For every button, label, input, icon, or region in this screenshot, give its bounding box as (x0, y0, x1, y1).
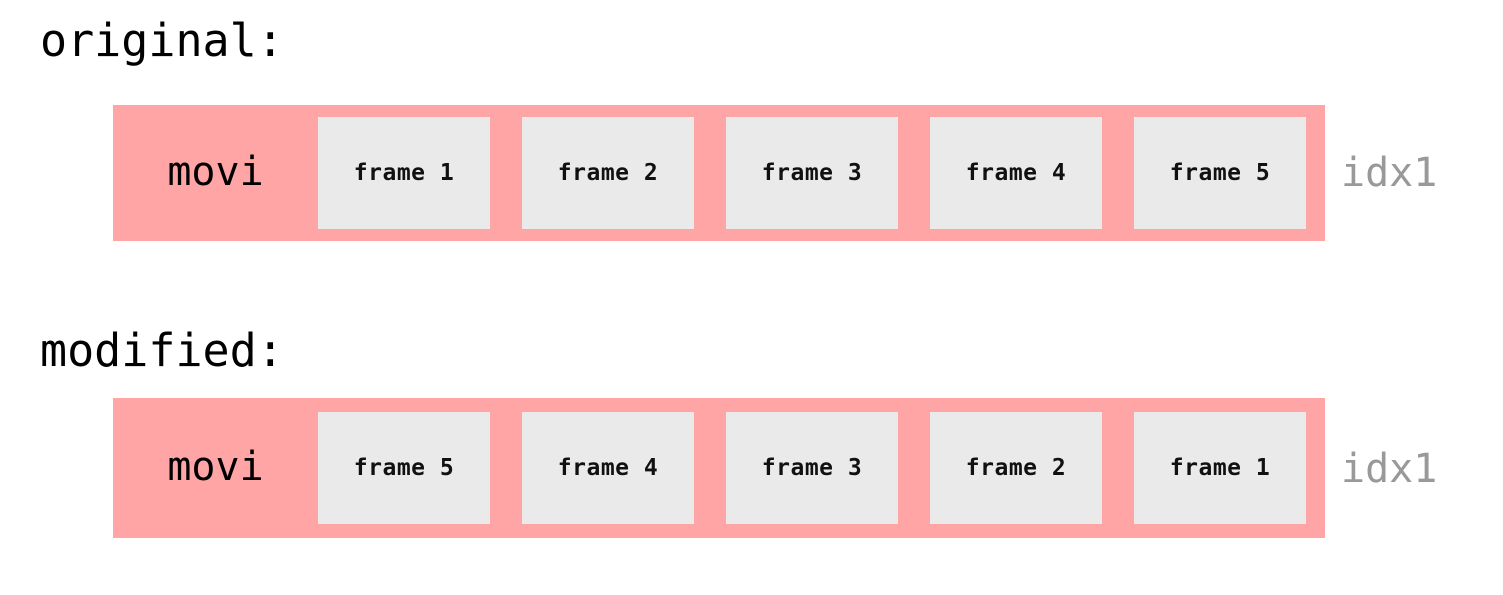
frame-label: frame 4 (557, 454, 659, 481)
frame-label: frame 2 (965, 454, 1067, 481)
frame-label: frame 1 (353, 159, 455, 186)
frame-label: frame 3 (761, 454, 863, 481)
frame-box: frame 5 (318, 412, 490, 524)
chunk-label-movi-modified: movi (167, 444, 264, 490)
frame-box: frame 4 (522, 412, 694, 524)
frame-box: frame 3 (726, 117, 898, 229)
frame-box: frame 3 (726, 412, 898, 524)
frame-label: frame 4 (965, 159, 1067, 186)
idx-label-modified: idx1 (1341, 446, 1438, 492)
section-caption-original: original: (40, 14, 284, 67)
movi-band-modified: movi frame 5 frame 4 frame 3 frame 2 fra… (113, 398, 1325, 538)
section-caption-modified: modified: (40, 324, 284, 377)
frame-label: frame 2 (557, 159, 659, 186)
frame-label: frame 1 (1169, 454, 1271, 481)
frame-list-modified: frame 5 frame 4 frame 3 frame 2 frame 1 (318, 398, 1325, 538)
frame-box: frame 2 (930, 412, 1102, 524)
frame-label: frame 3 (761, 159, 863, 186)
band-background-original: movi frame 1 frame 2 frame 3 frame 4 fra… (113, 105, 1325, 241)
idx-label-original: idx1 (1341, 150, 1438, 196)
frame-label: frame 5 (353, 454, 455, 481)
chunk-label-movi-original: movi (167, 149, 264, 195)
frame-list-original: frame 1 frame 2 frame 3 frame 4 frame 5 (318, 105, 1325, 241)
frame-box: frame 4 (930, 117, 1102, 229)
frame-label: frame 5 (1169, 159, 1271, 186)
band-background-modified: movi frame 5 frame 4 frame 3 frame 2 fra… (113, 398, 1325, 538)
movi-band-original: movi frame 1 frame 2 frame 3 frame 4 fra… (113, 105, 1325, 241)
frame-box: frame 1 (318, 117, 490, 229)
frame-box: frame 1 (1134, 412, 1306, 524)
frame-box: frame 2 (522, 117, 694, 229)
frame-box: frame 5 (1134, 117, 1306, 229)
